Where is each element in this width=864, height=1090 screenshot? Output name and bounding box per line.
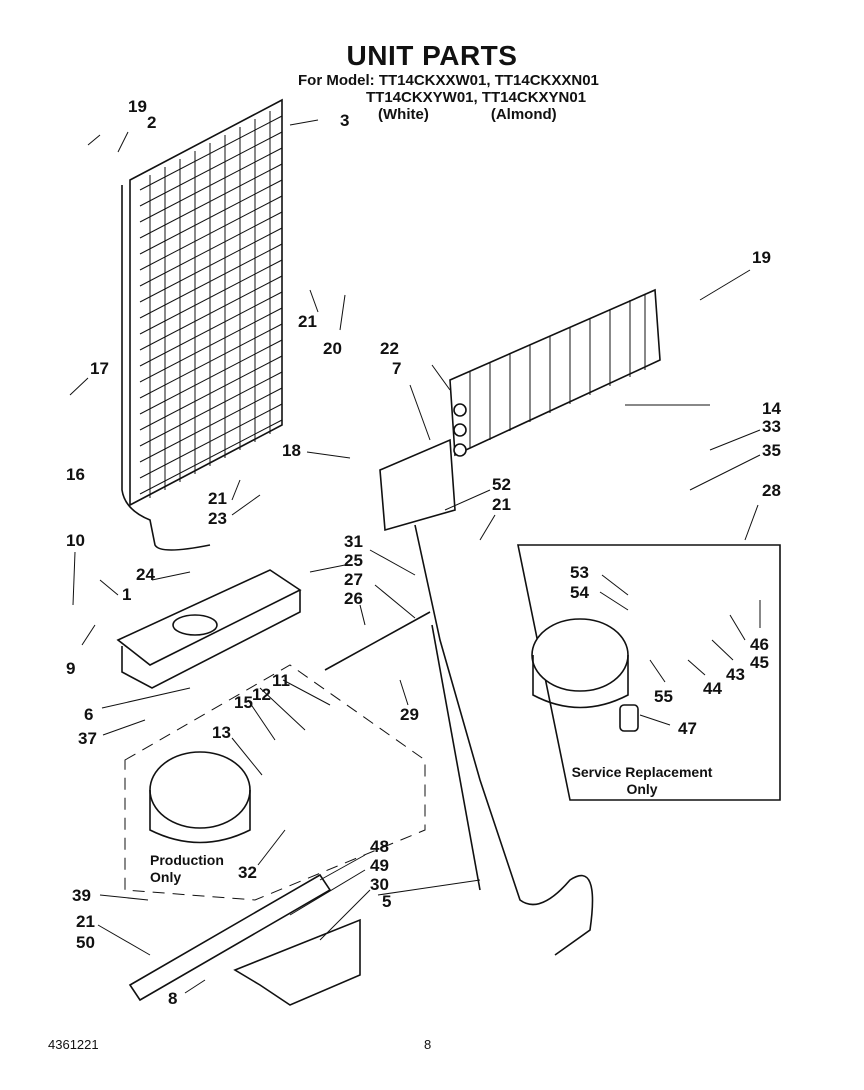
callout-21: 21: [298, 312, 317, 331]
callout-21-mid: 21: [208, 489, 227, 508]
callout-14: 14: [762, 399, 781, 418]
evaporator-coil: [379, 288, 661, 532]
callout-3: 3: [340, 111, 350, 130]
callout-45: 45: [750, 653, 769, 672]
callout-25: 25: [344, 551, 363, 570]
callout-30: 30: [370, 875, 389, 894]
document-number: 4361221: [48, 1037, 99, 1052]
callout-5: 5: [382, 892, 392, 911]
page-number: 8: [424, 1037, 432, 1052]
callout-52: 52: [492, 475, 511, 494]
callout-43: 43: [726, 665, 745, 684]
callout-32: 32: [238, 863, 257, 882]
callout-13: 13: [212, 723, 231, 742]
callout-22: 22: [380, 339, 399, 358]
leader-lines: [69, 119, 761, 994]
callout-27: 27: [344, 570, 363, 589]
callout-49: 49: [370, 856, 389, 875]
callout-1: 1: [122, 585, 132, 604]
callout-50: 50: [76, 933, 95, 952]
callout-20: 20: [323, 339, 342, 358]
model-list: For Model: TT14CKXXW01, TT14CKXXN01 TT14…: [298, 72, 599, 123]
production-only-note: Production Only: [150, 852, 224, 885]
model-white: (White): [378, 106, 429, 123]
callout-12: 12: [252, 685, 271, 704]
callout-19-right: 19: [752, 248, 771, 267]
callout-2: 2: [147, 113, 157, 132]
callout-26: 26: [344, 589, 363, 608]
service-replacement-note: Service Replacement Only: [571, 764, 713, 797]
model-line-2: TT14CKXYW01, TT14CKXYN01: [366, 89, 587, 106]
callout-18: 18: [282, 441, 301, 460]
callout-48: 48: [370, 837, 389, 856]
callout-29: 29: [400, 705, 419, 724]
callout-33: 33: [762, 417, 781, 436]
callout-54: 54: [570, 583, 589, 602]
callout-53: 53: [570, 563, 589, 582]
callout-10: 10: [66, 531, 85, 550]
callout-47: 47: [678, 719, 697, 738]
callout-55: 55: [654, 687, 673, 706]
compressor-production: [124, 664, 426, 901]
callout-23: 23: [208, 509, 227, 528]
base-bracket: [128, 873, 361, 1006]
callout-9: 9: [66, 659, 76, 678]
page-title: UNIT PARTS: [346, 40, 518, 71]
service-replacement-box: [517, 544, 781, 801]
callout-17: 17: [90, 359, 109, 378]
model-almond: (Almond): [490, 106, 557, 123]
callout-7: 7: [392, 359, 402, 378]
model-prefix: For Model:: [298, 72, 375, 89]
callout-39: 39: [72, 886, 91, 905]
drain-pan: [116, 569, 302, 689]
callout-44: 44: [703, 679, 722, 698]
callout-21-right: 21: [492, 495, 511, 514]
callout-31: 31: [344, 532, 363, 551]
callout-46: 46: [750, 635, 769, 654]
callout-11: 11: [272, 671, 290, 690]
callout-28: 28: [762, 481, 781, 500]
model-line-1: TT14CKXXW01, TT14CKXXN01: [378, 72, 599, 89]
callout-16: 16: [66, 465, 85, 484]
callout-8: 8: [168, 989, 178, 1008]
callout-35: 35: [762, 441, 781, 460]
callout-6: 6: [84, 705, 94, 724]
callout-15: 15: [234, 693, 253, 712]
callout-37: 37: [78, 729, 97, 748]
callout-21-bottom: 21: [76, 912, 95, 931]
tubing: [324, 524, 594, 956]
condenser-coil: [121, 98, 283, 551]
callout-19: 19: [128, 97, 147, 116]
callout-24: 24: [136, 565, 155, 584]
